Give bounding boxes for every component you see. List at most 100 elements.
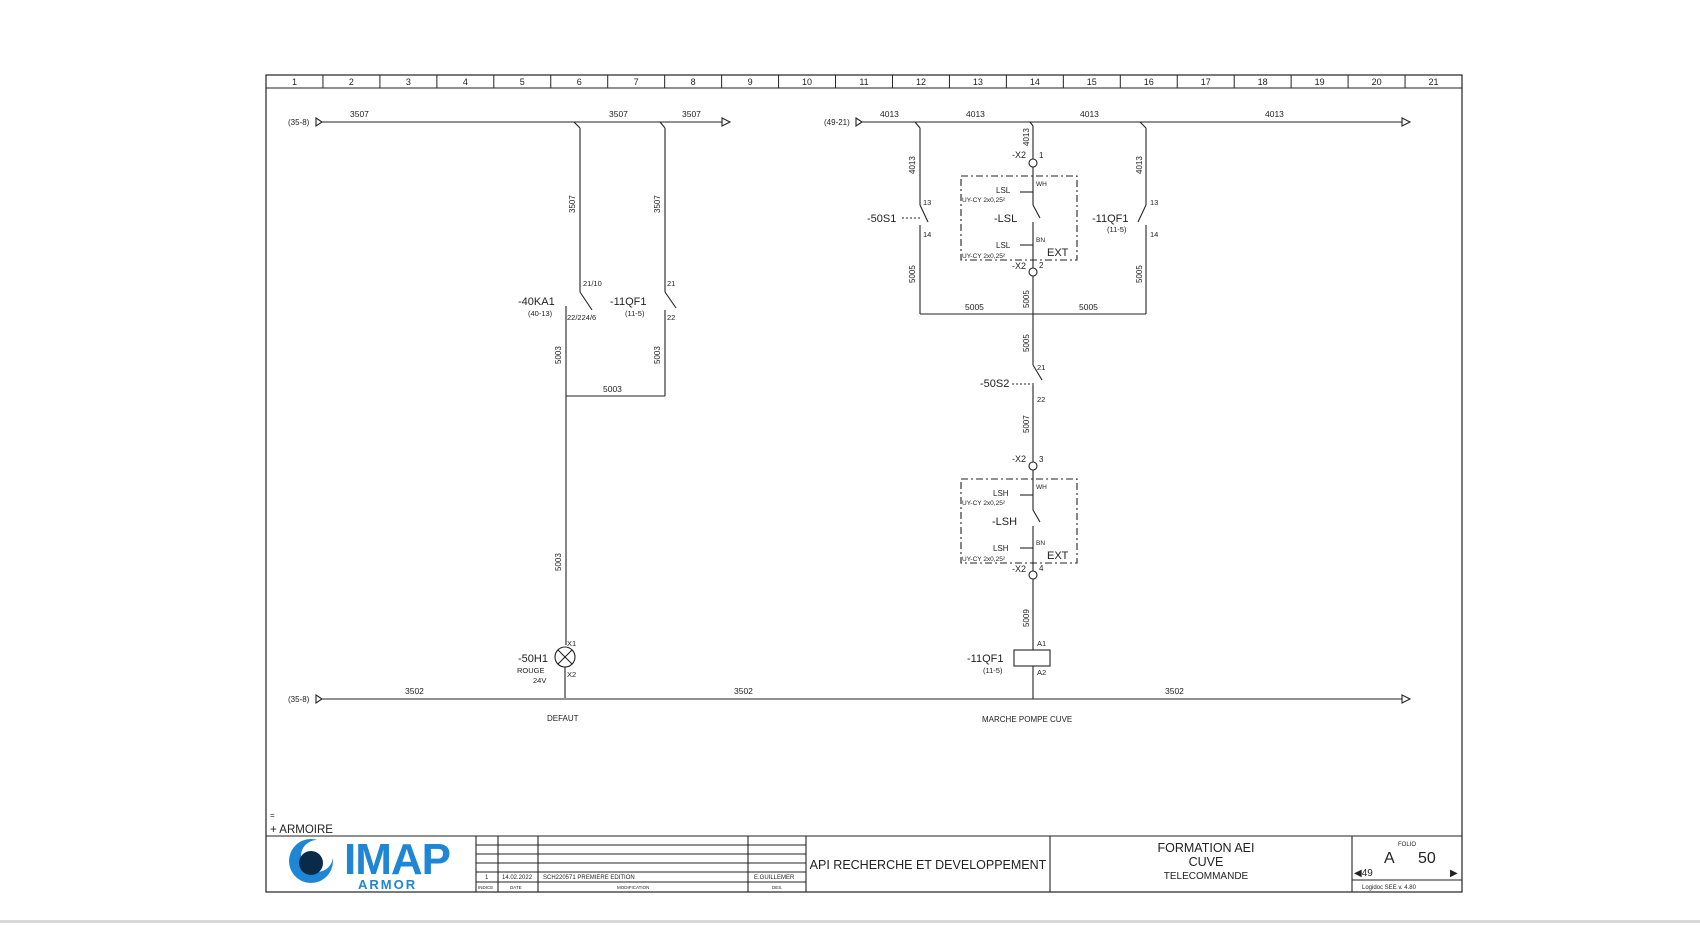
rev-date: 14.02.2022 (502, 875, 533, 881)
folio-number: 50 (1418, 850, 1436, 867)
wire-label-5007: 5007 (1022, 415, 1031, 433)
column-number: 18 (1258, 77, 1268, 87)
bottom-wire-3: 3502 (1165, 686, 1184, 696)
contact-11qf1-tag: -11QF1 (610, 296, 646, 308)
contact-40ka1-tag: -40KA1 (518, 296, 555, 308)
column-number: 13 (973, 77, 983, 87)
lsl-tag: -LSL (994, 213, 1017, 225)
right-top-wire-4: 4013 (1265, 109, 1284, 119)
window-bottom-edge (0, 920, 1700, 923)
terminal-x2-3: -X2 (1012, 454, 1026, 464)
column-number: 20 (1372, 77, 1382, 87)
lsl-name-1: LSL (996, 186, 1011, 195)
rev-text: SCH220571 PREMIERE EDITION (543, 875, 635, 881)
rev-by: E.GUILLEMER (754, 875, 795, 881)
column-number: 14 (1030, 77, 1040, 87)
column-number: 1 (292, 77, 297, 87)
lsh-ext: EXT (1047, 550, 1069, 562)
folio-letter: A (1384, 850, 1395, 867)
terminal-num-1: 1 (1039, 151, 1044, 160)
lsh-name-2: LSH (993, 544, 1009, 553)
contact-40ka1-ref: (40-13) (528, 309, 553, 318)
s2-t2: 22 (1037, 395, 1045, 404)
project-line-3: TELECOMMANDE (1164, 871, 1249, 882)
wire-label-4013-v3: 4013 (1135, 156, 1144, 174)
coil-tag: -11QF1 (967, 653, 1003, 665)
s1-t1: 13 (923, 198, 931, 207)
wire-label-5005-v1: 5005 (908, 265, 917, 283)
wire-label-5005-v3: 5005 (1135, 265, 1144, 283)
lsl-name-2: LSL (996, 241, 1011, 250)
software-version: Logidoc SEE v. 4.80 (1362, 885, 1417, 891)
wire-label-5003-v2: 5003 (653, 346, 662, 364)
wire-label-5005-v2: 5005 (1022, 290, 1031, 308)
lamp-voltage: 24V (533, 676, 546, 685)
wire-label-4013-v1: 4013 (908, 156, 917, 174)
qf1-aux-t1: 13 (1150, 198, 1158, 207)
left-top-wire-2: 3507 (609, 109, 628, 119)
left-top-wire-3: 3507 (682, 109, 701, 119)
lamp-color: ROUGE (517, 666, 545, 675)
wire-label-5009: 5009 (1022, 609, 1031, 627)
s1-t2: 14 (923, 230, 931, 239)
column-number: 2 (349, 77, 354, 87)
wire-label-5003-v1: 5003 (554, 346, 563, 364)
lsh-wh: WH (1036, 484, 1047, 491)
wire-label-5005-h2: 5005 (1079, 302, 1098, 312)
coil-a2: A2 (1037, 668, 1046, 677)
sheet-frame (265, 74, 1463, 893)
lsl-cable-2: UY-CY 2x0,25² (962, 253, 1006, 260)
terminal-num-2: 2 (1039, 261, 1044, 270)
column-number: 5 (520, 77, 525, 87)
column-number: 7 (634, 77, 639, 87)
column-number: 16 (1144, 77, 1154, 87)
column-number: 11 (859, 77, 868, 87)
lsh-tag: -LSH (992, 516, 1017, 528)
contact-11qf1-t1: 21 (667, 279, 675, 288)
lsh-cable-2: UY-CY 2x0,25² (962, 556, 1006, 563)
qf1-aux-t2: 14 (1150, 230, 1158, 239)
wire-label-5005-v4: 5005 (1022, 334, 1031, 352)
qf1-aux-tag: -11QF1 (1092, 213, 1128, 225)
logo-sub-text: ARMOR (358, 877, 417, 892)
wire-label-3507-v2: 3507 (653, 195, 662, 213)
wire-label-5003-h: 5003 (603, 384, 622, 394)
project-line-2: CUVE (1189, 855, 1224, 869)
caption-marche-pompe-cuve: MARCHE POMPE CUVE (982, 715, 1072, 724)
qf1-aux-ref: (11-5) (1107, 225, 1127, 234)
location-name: + ARMOIRE (270, 824, 333, 836)
column-number: 6 (577, 77, 582, 87)
rev-index: 1 (485, 875, 489, 881)
column-number: 21 (1429, 77, 1439, 87)
terminal-x2-1: -X2 (1012, 150, 1026, 160)
hdr-index: INDICE (478, 885, 493, 890)
column-number: 19 (1315, 77, 1325, 87)
lsl-ext: EXT (1047, 247, 1069, 259)
column-number: 4 (463, 77, 468, 87)
right-top-wire-1: 4013 (880, 109, 899, 119)
lamp-t2: X2 (567, 670, 576, 679)
contact-11qf1-t2: 22 (667, 313, 675, 322)
next-folio-link[interactable]: ▶ (1450, 868, 1458, 879)
left-top-ref: (35-8) (288, 118, 310, 127)
contact-40ka1-t1: 21/10 (583, 279, 602, 288)
column-number: 15 (1087, 77, 1097, 87)
hdr-by: DES. (772, 885, 783, 890)
wire-label-4013-v2: 4013 (1022, 128, 1031, 146)
s2-t1: 21 (1037, 363, 1045, 372)
bottom-wire-2: 3502 (734, 686, 753, 696)
column-number: 9 (748, 77, 753, 87)
terminal-num-3: 3 (1039, 455, 1044, 464)
prev-folio-link[interactable]: ◀49 (1354, 868, 1373, 879)
contact-40ka1-t2: 22/224/6 (567, 313, 596, 322)
folio-label: FOLIO (1398, 842, 1416, 848)
caption-defaut: DEFAUT (547, 714, 579, 723)
right-top-ref: (49-21) (824, 118, 850, 127)
lamp-t1: X1 (567, 639, 576, 648)
location-mark: = (270, 811, 275, 820)
s1-tag: -50S1 (867, 213, 896, 225)
column-number: 17 (1201, 77, 1211, 87)
imap-armor-logo: IMAP ARMOR (289, 835, 451, 892)
